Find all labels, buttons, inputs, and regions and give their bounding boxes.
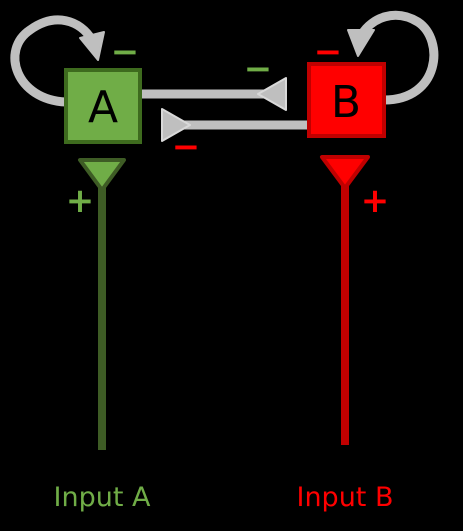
input-b-label: Input B [296,482,393,513]
sign-b-self: − [314,32,343,72]
sign-b-to-a: − [244,49,273,89]
connection-a-to-b-arrowhead [257,77,287,111]
self-loop-b [358,10,439,105]
self-loop-a [10,15,96,107]
input-a-label: Input A [54,482,151,513]
sign-input-b: + [361,181,390,221]
node-a-box [64,68,142,144]
node-a-label: A [88,82,118,133]
self-loop-a-arrowhead [79,31,105,61]
connection-b-to-a-arrowhead [161,108,191,142]
node-b-label: B [331,77,361,128]
input-a-arrowhead [78,158,126,192]
sign-a-self: − [111,32,140,72]
node-b-box [307,62,386,138]
sign-a-to-b: − [172,127,201,167]
sign-input-a: + [66,181,95,221]
input-b-arrowhead [320,155,370,190]
self-loop-b-arrowhead [347,29,375,57]
